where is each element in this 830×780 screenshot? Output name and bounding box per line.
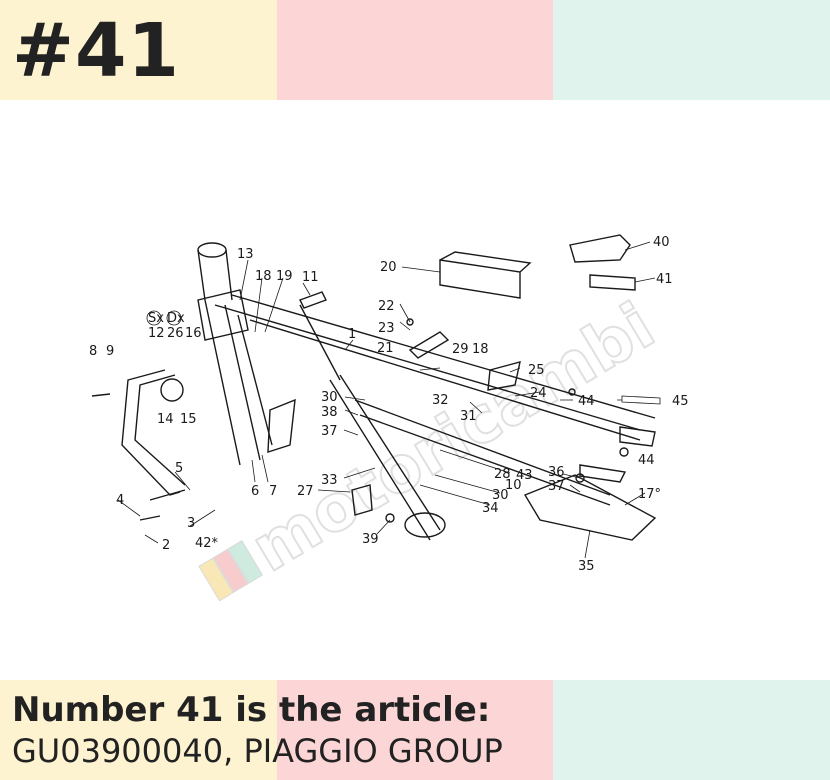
callout-15: 15 — [180, 412, 197, 427]
callout-13: 13 — [237, 247, 254, 262]
callout-27: 27 — [297, 484, 314, 499]
callout-45: 45 — [672, 394, 689, 409]
callout-3: 3 — [187, 516, 195, 531]
callout-6: 6 — [251, 484, 259, 499]
callout-37a: 37 — [321, 424, 338, 439]
article-caption: Number 41 is the article: — [12, 690, 491, 730]
callout-10: 10 — [505, 478, 522, 493]
callout-39: 39 — [362, 532, 379, 547]
callout-12: 12 — [148, 326, 165, 341]
callout-20: 20 — [380, 260, 397, 275]
callout-38: 38 — [321, 405, 338, 420]
footer-band-yellow — [0, 680, 277, 780]
callout-26: 26 — [167, 326, 184, 341]
header-band — [0, 0, 830, 100]
callout-29: 29 — [452, 342, 469, 357]
callout-30b: 30 — [492, 488, 509, 503]
callout-11: 11 — [302, 270, 319, 285]
callout-35: 35 — [578, 559, 595, 574]
watermark-note-mint — [227, 540, 264, 584]
callout-23: 23 — [378, 321, 395, 336]
footer-band-pink — [277, 680, 553, 780]
watermark-note-pink — [212, 548, 249, 593]
callout-40: 40 — [653, 235, 670, 250]
callout-9: 9 — [106, 344, 114, 359]
footer-band-mint — [553, 680, 830, 780]
callout-5: 5 — [175, 461, 183, 476]
callout-labels: 1 2 3 4 5 6 7 8 9 10 11 12 13 14 15 16 1… — [89, 235, 689, 574]
callout-2: 2 — [162, 538, 170, 553]
callout-34: 34 — [482, 501, 499, 516]
callout-1: 1 — [348, 327, 356, 342]
callout-25: 25 — [528, 363, 545, 378]
callout-33: 33 — [321, 473, 338, 488]
item-number-badge: #41 — [12, 8, 180, 94]
callout-31: 31 — [460, 409, 477, 424]
callout-37b: 37 — [548, 479, 565, 494]
callout-17: 17° — [638, 487, 661, 502]
callout-22: 22 — [378, 299, 395, 314]
header-band-mint — [553, 0, 830, 100]
callout-28: 28 — [494, 467, 511, 482]
header-band-pink — [277, 0, 553, 100]
exploded-parts-diagram: motoricambi — [0, 100, 830, 680]
callout-32: 32 — [432, 393, 449, 408]
callout-21: 21 — [377, 341, 394, 356]
footer-band — [0, 680, 830, 780]
callout-30a: 30 — [321, 390, 338, 405]
callout-8: 8 — [89, 344, 97, 359]
callout-36: 36 — [548, 465, 565, 480]
callout-41: 41 — [656, 272, 673, 287]
watermark-note-yellow — [198, 557, 234, 602]
callout-43: 43 — [516, 468, 533, 483]
callout-44b: 44 — [638, 453, 655, 468]
callout-24: 24 — [530, 386, 547, 401]
callout-44a: 44 — [578, 394, 595, 409]
callout-4: 4 — [116, 493, 124, 508]
article-code: GU03900040, PIAGGIO GROUP — [12, 732, 503, 770]
callout-18: 18 — [255, 269, 272, 284]
callout-19: 19 — [276, 269, 293, 284]
callout-7: 7 — [269, 484, 277, 499]
side-mark-right-ring — [166, 310, 182, 326]
callout-14: 14 — [157, 412, 174, 427]
callout-16: 16 — [185, 326, 202, 341]
frame-assembly — [91, 234, 661, 559]
header-band-yellow — [0, 0, 277, 100]
watermark-text: motoricambi — [240, 289, 668, 586]
side-mark-left-ring — [146, 310, 162, 326]
callout-18b: 18 — [472, 342, 489, 357]
callout-42-star: 42* — [195, 536, 219, 551]
